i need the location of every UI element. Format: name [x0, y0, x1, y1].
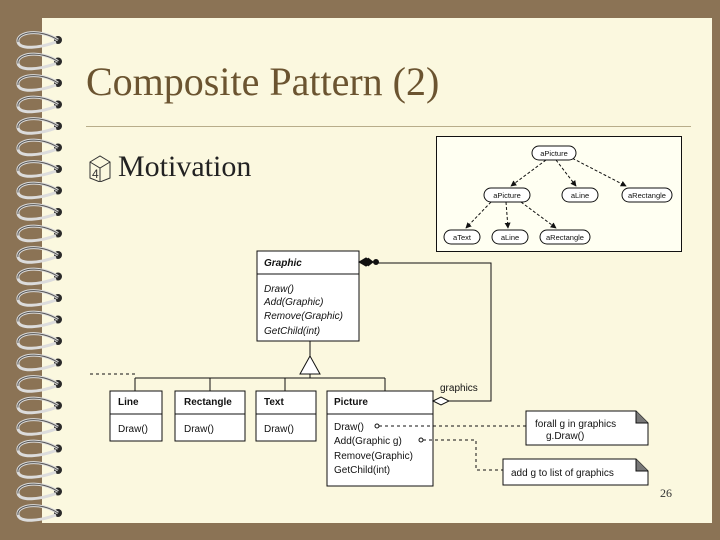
binding-ring-shadow — [17, 462, 59, 473]
binding-ring-shadow — [17, 75, 59, 86]
picture-method-add: Add(Graphic g) — [334, 436, 402, 447]
binding-ring-shadow — [17, 376, 59, 387]
binding-ring-shadow — [17, 440, 59, 451]
title-divider — [86, 126, 691, 127]
text-method-draw: Draw() — [264, 424, 294, 435]
line-method-draw: Draw() — [118, 424, 148, 435]
binding-ring-shadow — [17, 397, 59, 408]
binding-ring-shadow — [17, 247, 59, 258]
object-diagram: aPicture aPicture aLine aRectangle aText… — [436, 136, 682, 252]
note-add-text: add g to list of graphics — [511, 468, 614, 479]
spiral-binding — [16, 31, 62, 522]
object-label-arectangle-child: aRectangle — [546, 233, 584, 242]
object-node-apicture-root — [531, 145, 577, 161]
binding-ring-shadow — [17, 290, 59, 301]
object-label-apicture-root: aPicture — [540, 149, 568, 158]
binding-ring-shadow — [17, 139, 59, 150]
binding-ring-shadow — [17, 268, 59, 279]
object-node-aline-child — [491, 229, 529, 245]
graphic-method-getchild: GetChild(int) — [264, 326, 320, 337]
binding-ring-shadow — [17, 53, 59, 64]
object-node-arectangle — [621, 187, 673, 203]
note-draw-line1: forall g in graphics — [535, 419, 616, 430]
bullet-motivation: 4 Motivation — [86, 150, 251, 184]
note-draw-line2: g.Draw() — [546, 431, 584, 442]
graphic-method-remove: Remove(Graphic) — [264, 311, 343, 322]
svg-text:4: 4 — [92, 167, 99, 181]
binding-ring-shadow — [17, 419, 59, 430]
object-label-aline-child: aLine — [501, 233, 519, 242]
class-line-name: Line — [118, 397, 139, 408]
object-label-apicture-child: aPicture — [493, 191, 521, 200]
class-rectangle-box — [174, 390, 246, 442]
binding-ring-shadow — [17, 225, 59, 236]
aggregation-label: graphics — [440, 383, 478, 394]
class-line-box — [109, 390, 163, 442]
rectangle-method-draw: Draw() — [184, 424, 214, 435]
slide-title: Composite Pattern (2) — [86, 59, 440, 104]
object-label-arectangle: aRectangle — [628, 191, 666, 200]
class-graphic-name: Graphic — [264, 258, 302, 269]
page-number: 26 — [660, 486, 672, 500]
class-picture-name: Picture — [334, 397, 368, 408]
class-rectangle-name: Rectangle — [184, 397, 232, 408]
object-label-atext: aText — [453, 233, 472, 242]
binding-ring-shadow — [17, 333, 59, 344]
object-node-aline — [561, 187, 599, 203]
binding-ring-shadow — [17, 311, 59, 322]
binding-ring-shadow — [17, 505, 59, 516]
graphic-method-draw: Draw() — [264, 284, 294, 295]
object-node-atext — [443, 229, 481, 245]
class-text-name: Text — [264, 397, 284, 408]
binding-ring-shadow — [17, 118, 59, 129]
class-text-box — [255, 390, 317, 442]
bullet-text: Motivation — [118, 150, 252, 183]
binding-ring-shadow — [17, 483, 59, 494]
object-node-arectangle-child — [539, 229, 591, 245]
object-label-aline: aLine — [571, 191, 589, 200]
binding-ring-shadow — [17, 161, 59, 172]
note-add-box — [502, 458, 649, 486]
binding-ring-shadow — [17, 354, 59, 365]
picture-method-draw: Draw() — [334, 422, 364, 433]
object-node-apicture-child — [483, 187, 531, 203]
binding-ring-shadow — [17, 96, 59, 107]
class-picture-box — [326, 390, 434, 487]
numbered-block-icon: 4 — [89, 155, 111, 182]
class-graphic-box — [256, 250, 360, 342]
binding-ring-shadow — [17, 182, 59, 193]
note-draw-box — [525, 410, 649, 446]
binding-ring-shadow — [17, 204, 59, 215]
picture-method-remove: Remove(Graphic) — [334, 451, 413, 462]
picture-method-getchild: GetChild(int) — [334, 465, 390, 476]
binding-ring-shadow — [17, 32, 59, 43]
graphic-method-add: Add(Graphic) — [263, 297, 323, 308]
